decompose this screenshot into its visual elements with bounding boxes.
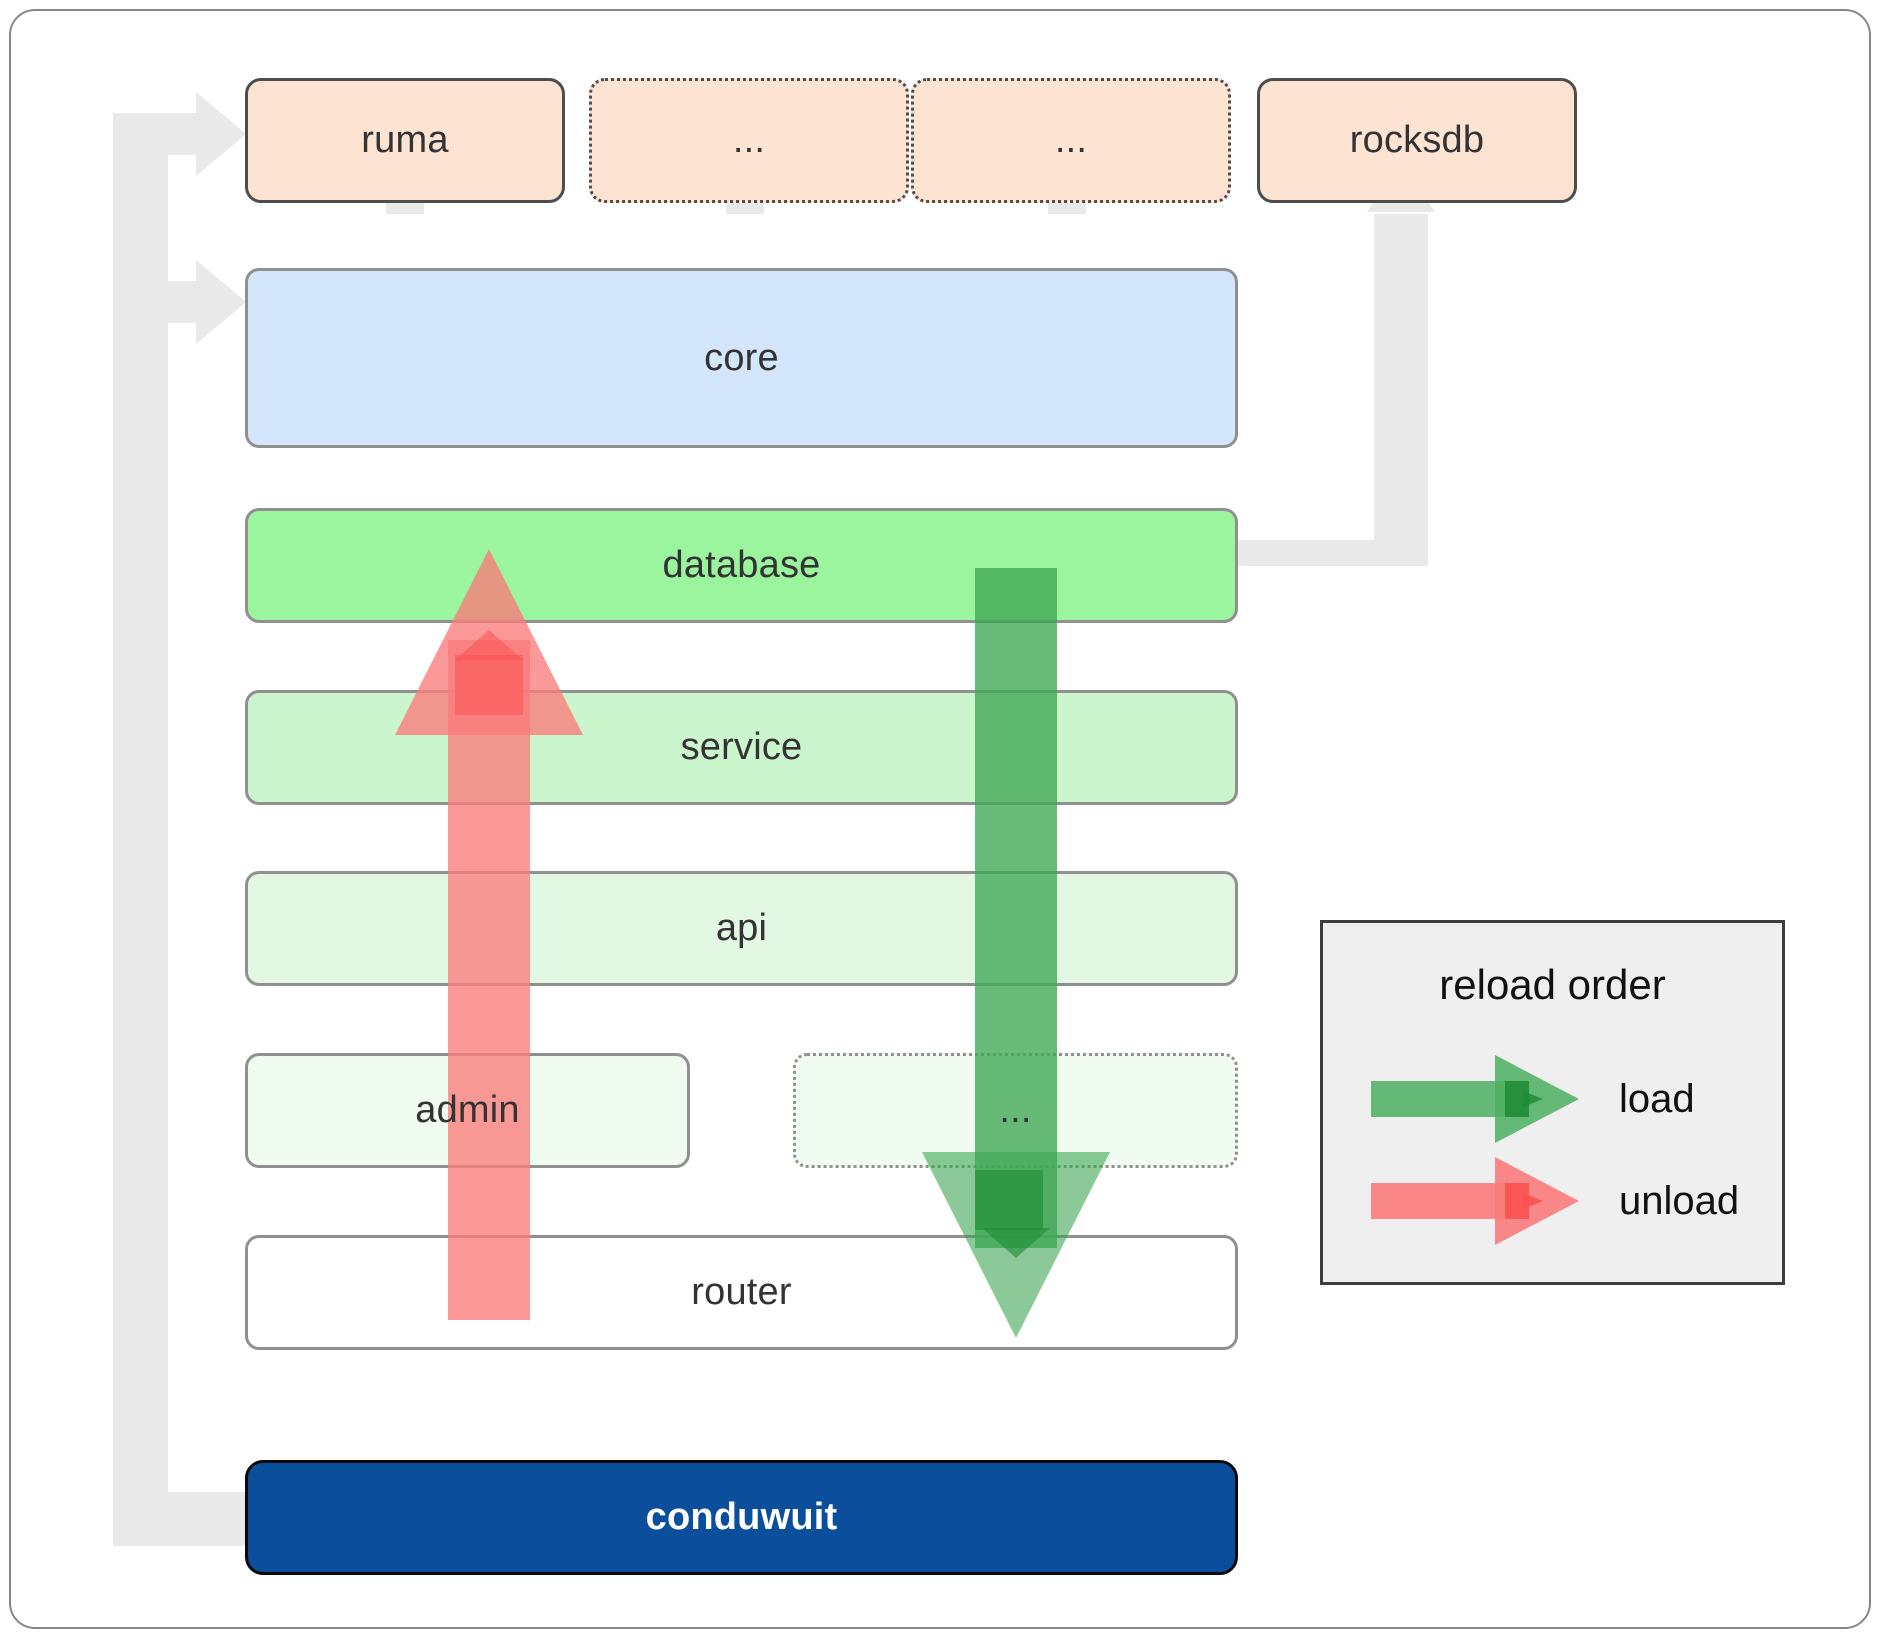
legend-row-unload: unload <box>1323 1155 1782 1247</box>
node-api-label: api <box>715 907 768 949</box>
node-router-label: router <box>691 1271 792 1313</box>
node-dep-stub-1[interactable]: ... <box>589 78 909 203</box>
node-dep-stub-2-label: ... <box>1054 119 1088 161</box>
node-layer-stub[interactable]: ... <box>793 1053 1238 1168</box>
node-service[interactable]: service <box>245 690 1238 805</box>
node-router[interactable]: router <box>245 1235 1238 1350</box>
legend-load-label: load <box>1619 1076 1695 1121</box>
node-ruma-label: ruma <box>361 119 449 161</box>
legend-row-load: load <box>1323 1053 1782 1145</box>
legend-load-arrow-icon <box>1365 1053 1595 1145</box>
node-api[interactable]: api <box>245 871 1238 986</box>
node-core-label: core <box>704 336 779 379</box>
node-admin-label: admin <box>415 1089 520 1131</box>
legend-box: reload order load u <box>1320 920 1785 1285</box>
node-rocksdb[interactable]: rocksdb <box>1257 78 1577 203</box>
node-ruma[interactable]: ruma <box>245 78 565 203</box>
node-database-label: database <box>662 544 821 586</box>
node-conduwuit[interactable]: conduwuit <box>245 1460 1238 1575</box>
node-layer-stub-label: ... <box>999 1089 1032 1131</box>
legend-title: reload order <box>1439 961 1666 1008</box>
node-dep-stub-1-label: ... <box>732 119 766 161</box>
node-core[interactable]: core <box>245 268 1238 448</box>
node-rocksdb-label: rocksdb <box>1349 119 1485 161</box>
node-conduwuit-label: conduwuit <box>645 1496 838 1538</box>
node-service-label: service <box>680 726 803 768</box>
legend-unload-arrow-icon <box>1365 1155 1595 1247</box>
node-dep-stub-2[interactable]: ... <box>911 78 1231 203</box>
diagram-frame <box>9 9 1871 1629</box>
legend-unload-label: unload <box>1619 1178 1740 1223</box>
node-admin[interactable]: admin <box>245 1053 690 1168</box>
node-database[interactable]: database <box>245 508 1238 623</box>
